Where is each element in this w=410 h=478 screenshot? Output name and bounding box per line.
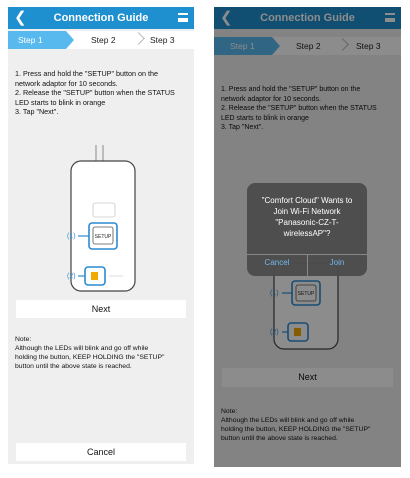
wifi-join-dialog: "Comfort Cloud" Wants to Join Wi-Fi Netw… bbox=[247, 183, 367, 276]
network-adaptor-illustration: SETUP (1) (2) bbox=[270, 263, 339, 350]
instruction-line: LED starts to blink in orange bbox=[15, 97, 106, 107]
callout-2: (2) bbox=[67, 273, 76, 280]
note-line: Although the LEDs will blink and go off … bbox=[221, 417, 355, 424]
right-screen: ❮ Connection Guide Step 1 Step 2 Step 3 … bbox=[214, 7, 401, 467]
step-indicator: Step 1 Step 2 Step 3 bbox=[214, 37, 401, 55]
note-line: Although the LEDs will blink and go off … bbox=[15, 345, 149, 352]
instruction-line: 2. Release the "SETUP" button when the S… bbox=[15, 88, 175, 97]
step-3: Step 3 bbox=[356, 41, 381, 51]
callout-2: (2) bbox=[270, 329, 279, 336]
step-1: Step 1 bbox=[214, 37, 280, 55]
dialog-line: wirelessAP"? bbox=[283, 229, 331, 238]
dialog-divider bbox=[307, 254, 308, 276]
instruction-line: 3. Tap "Next". bbox=[15, 107, 59, 116]
network-adaptor-illustration: SETUP (1) (2) bbox=[67, 145, 136, 292]
instruction-line: 2. Release the "SETUP" button when the S… bbox=[221, 105, 377, 112]
step-2: Step 2 bbox=[91, 35, 116, 45]
note: Note: Although the LEDs will blink and g… bbox=[221, 407, 370, 443]
setup-button-label: SETUP bbox=[298, 291, 315, 297]
note-line: button until the above state is reached. bbox=[15, 363, 132, 370]
instructions: 1. Press and hold the "SETUP" button on … bbox=[15, 69, 175, 117]
callout-1: (1) bbox=[270, 290, 279, 297]
header-bar: ❮ Connection Guide bbox=[214, 7, 401, 29]
instruction-line: 1. Press and hold the "SETUP" button on … bbox=[221, 86, 361, 93]
instruction-line: network adaptor for 10 seconds. bbox=[221, 95, 322, 103]
cancel-button[interactable]: Cancel bbox=[16, 443, 186, 461]
menu-icon[interactable] bbox=[178, 13, 188, 22]
instruction-line: LED starts to blink in orange bbox=[221, 114, 309, 122]
instruction-line: 1. Press and hold the "SETUP" button on … bbox=[15, 69, 158, 78]
next-button[interactable]: Next bbox=[222, 368, 393, 387]
step-1: Step 1 bbox=[8, 31, 74, 49]
dialog-message: "Comfort Cloud" Wants to Join Wi-Fi Netw… bbox=[247, 195, 367, 239]
back-icon[interactable]: ❮ bbox=[220, 9, 233, 26]
instructions: 1. Press and hold the "SETUP" button on … bbox=[221, 85, 377, 133]
dialog-join-button[interactable]: Join bbox=[329, 258, 345, 267]
dialog-line: "Panasonic-CZ-T- bbox=[275, 218, 339, 227]
callout-1: (1) bbox=[67, 233, 76, 240]
dialog-line: "Comfort Cloud" Wants to bbox=[261, 196, 353, 205]
chevron-right-icon bbox=[132, 32, 145, 45]
note: Note: Although the LEDs will blink and g… bbox=[15, 335, 164, 371]
note-line: holding the button, KEEP HOLDING the "SE… bbox=[221, 426, 371, 433]
note-title: Note: bbox=[15, 336, 32, 343]
page-title: Connection Guide bbox=[53, 12, 149, 24]
setup-button-label: SETUP bbox=[95, 234, 112, 240]
next-button[interactable]: Next bbox=[16, 300, 186, 318]
note-line: holding the button, KEEP HOLDING the "SE… bbox=[15, 354, 165, 361]
step-indicator: Step 1 Step 2 Step 3 bbox=[8, 31, 194, 49]
instruction-line: network adaptor for 10 seconds. bbox=[15, 78, 118, 88]
step-3: Step 3 bbox=[150, 35, 175, 45]
note-title: Note: bbox=[221, 408, 238, 415]
note-line: button until the above state is reached. bbox=[221, 435, 338, 442]
step-2: Step 2 bbox=[296, 41, 321, 51]
page-title: Connection Guide bbox=[260, 12, 355, 24]
dialog-cancel-button[interactable]: Cancel bbox=[264, 258, 290, 267]
header-bar: ❮ Connection Guide bbox=[8, 7, 194, 29]
menu-icon[interactable] bbox=[385, 13, 395, 22]
dialog-line: Join Wi-Fi Network bbox=[273, 207, 341, 216]
left-screen: ❮ Connection Guide Step 1 Step 2 Step 3 … bbox=[8, 7, 194, 464]
back-icon[interactable]: ❮ bbox=[14, 9, 27, 26]
instruction-line: 3. Tap "Next". bbox=[221, 124, 264, 131]
